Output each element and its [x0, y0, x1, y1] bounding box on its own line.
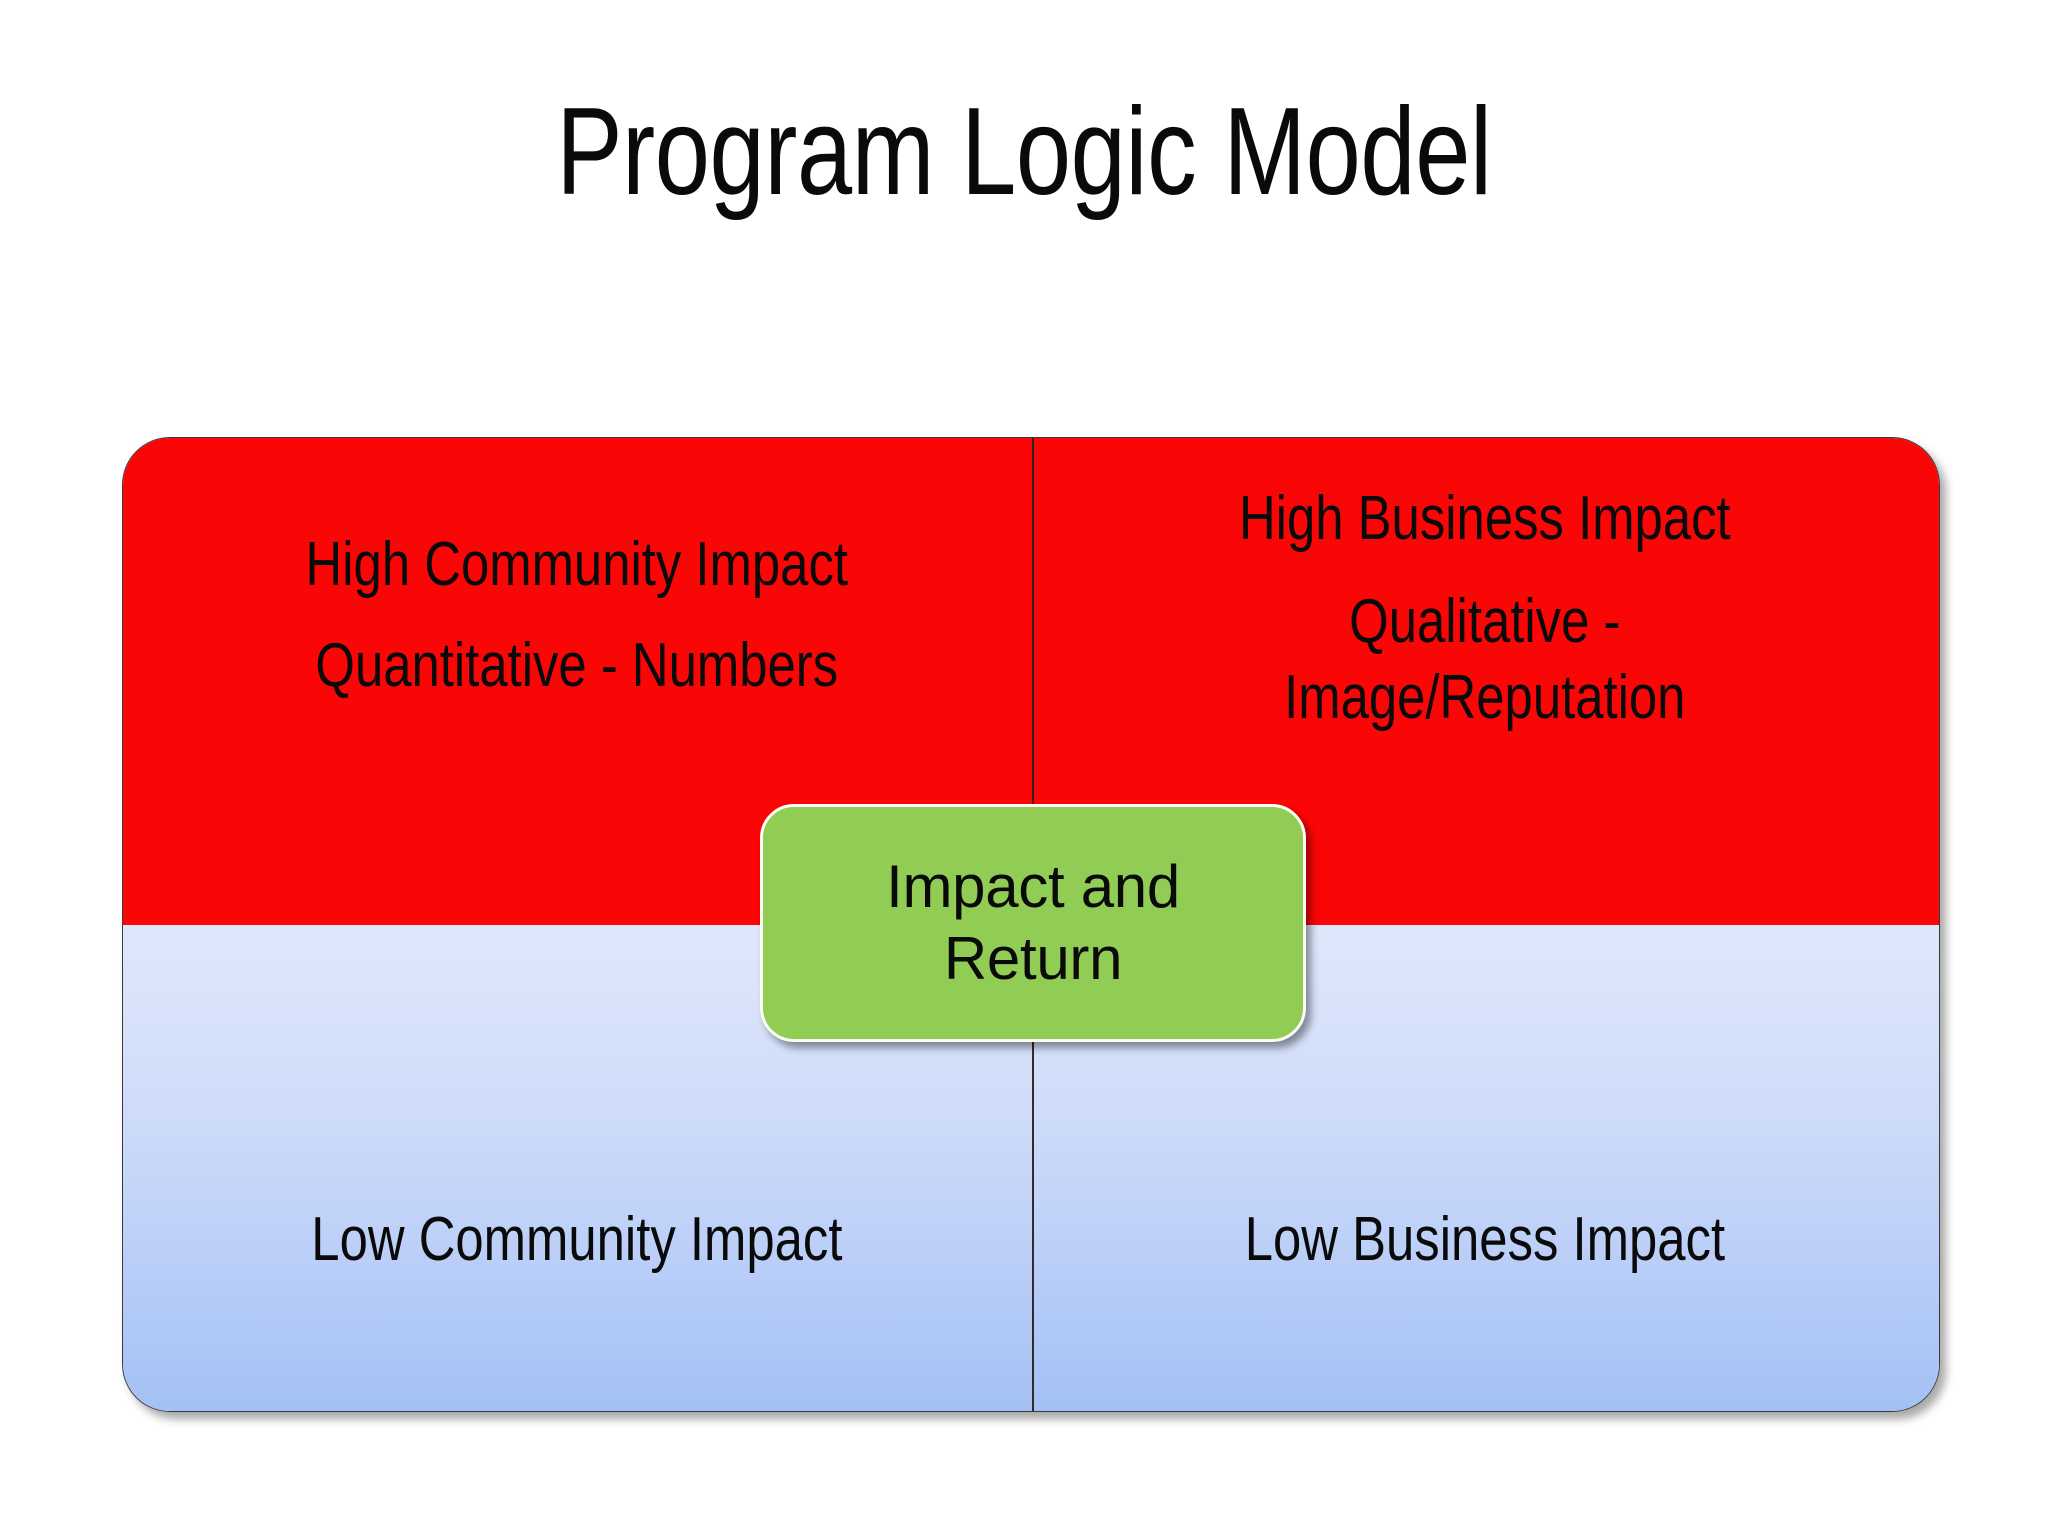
quadrant-bl-heading: Low Community Impact	[311, 1204, 843, 1274]
quadrant-tr-text-block: High Business Impact Qualitative - Image…	[1185, 484, 1785, 732]
center-callout-box[interactable]: Impact and Return	[760, 804, 1306, 1042]
quadrant-tr-detail-line2: Image/Reputation	[1284, 662, 1686, 732]
center-callout-label: Impact and Return	[886, 853, 1180, 992]
quadrant-tl-text-block: High Community Impact Quantitative - Num…	[246, 530, 908, 701]
quadrant-tl-heading: High Community Impact	[305, 530, 849, 599]
quadrant-tr-heading: High Business Impact	[1239, 484, 1731, 553]
quadrant-br-heading: Low Business Impact	[1244, 1204, 1726, 1274]
quadrant-tr-detail-line1: Qualitative -	[1349, 587, 1621, 657]
quadrant-bl-text-block: Low Community Impact	[253, 1205, 901, 1274]
page-title: Program Logic Model	[556, 83, 1492, 221]
quadrant-tl-detail: Quantitative - Numbers	[315, 631, 839, 701]
quadrant-br-text-block: Low Business Impact	[1192, 1205, 1778, 1274]
